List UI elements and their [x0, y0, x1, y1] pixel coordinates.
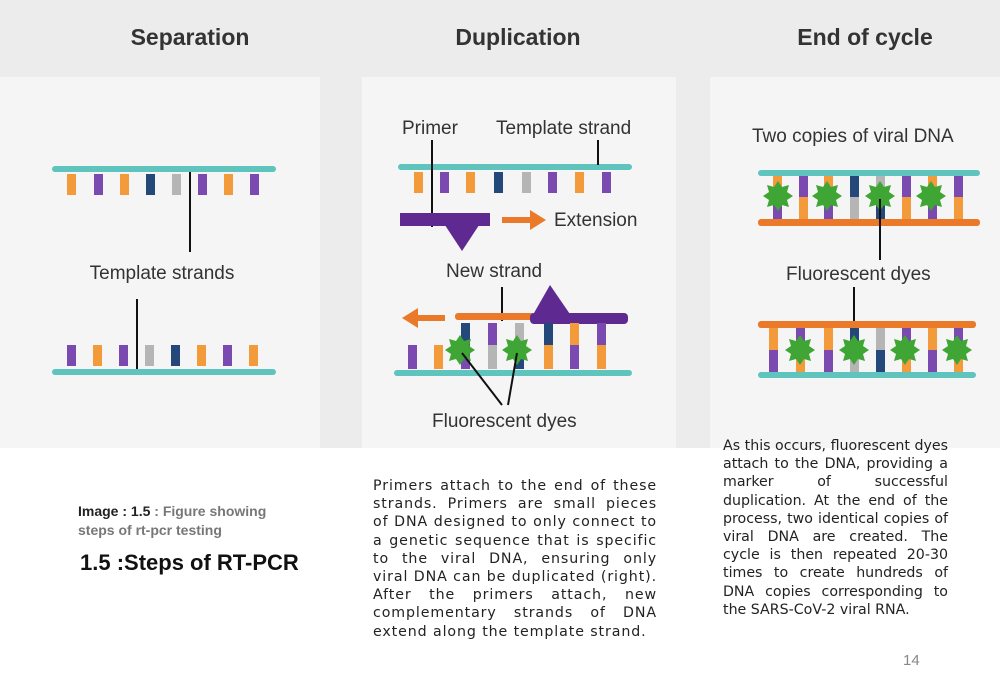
duplication-panel: Primer Template strand [362, 77, 676, 448]
copy2-strand-top [758, 321, 976, 328]
column-title-duplication: Duplication [455, 24, 581, 50]
dye-pointer-left [461, 352, 503, 406]
copy1-strand-top [758, 170, 980, 176]
column-title-end-of-cycle: End of cycle [797, 24, 933, 50]
page-number: 14 [903, 652, 920, 669]
label-extension: Extension [554, 210, 637, 231]
label-template-strand: Template strand [496, 118, 631, 139]
primer-shape-lower [530, 285, 628, 324]
duplication-diagram: Primer Template strand [394, 118, 637, 432]
separation-diagram: Template strands [52, 166, 276, 375]
end-of-cycle-diagram: Two copies of viral DNA Fluore [752, 126, 980, 378]
copy1-strand-bottom [758, 219, 980, 226]
label-fluorescent-dyes-mid: Fluorescent dyes [432, 411, 577, 432]
paragraph-middle: Primers attach to the end of these stran… [373, 478, 657, 640]
label-new-strand: New strand [446, 261, 542, 282]
paragraph-right: As this occurs, fluorescent dyes attach … [723, 438, 948, 618]
label-primer: Primer [402, 118, 459, 139]
end-of-cycle-panel: Two copies of viral DNA Fluore [710, 77, 1000, 448]
new-strand-bar [455, 313, 535, 320]
bases-bottom [67, 345, 258, 366]
bases-upper [414, 172, 611, 193]
rt-pcr-figure: Separation Duplication End of cycle Temp… [0, 0, 1000, 448]
dye-pointer-right [507, 352, 518, 406]
figure-caption: Image : 1.5 : Figure showing steps of rt… [78, 502, 298, 540]
copy1-fluorescent-dye-icons [763, 181, 946, 211]
copy2-strand-bottom [758, 372, 976, 378]
copy2-fluorescent-dye-icons [785, 335, 972, 365]
caption-label: Image : 1.5 [78, 503, 151, 519]
section-heading: 1.5 :Steps of RT-PCR [80, 550, 299, 575]
bases-top [67, 174, 259, 195]
fluorescent-dye-icon [445, 335, 532, 365]
column-title-separation: Separation [130, 24, 250, 50]
label-two-copies: Two copies of viral DNA [752, 126, 954, 147]
template-strand-upper [398, 164, 632, 170]
primer-shape-upper [400, 213, 490, 251]
bases-lower-pairs [408, 323, 606, 369]
label-template-strands: Template strands [90, 263, 235, 284]
template-strand-top [52, 166, 276, 172]
extension-arrow [502, 210, 546, 230]
separation-panel: Template strands [0, 77, 320, 448]
label-fluorescent-dyes-right: Fluorescent dyes [786, 264, 931, 285]
template-strand-bottom [52, 369, 276, 375]
caption-text: : Figure showing steps of rt-pcr testing [78, 503, 267, 538]
return-arrow [402, 308, 445, 328]
